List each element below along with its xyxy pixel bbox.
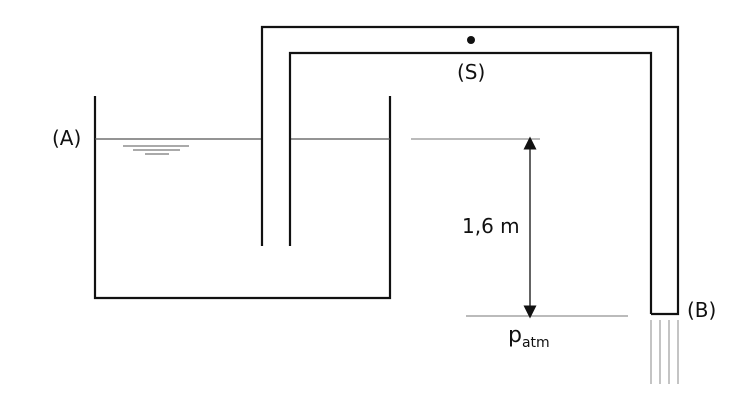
label-point-b: (B): [687, 298, 717, 322]
tank-walls: [93, 96, 392, 300]
outlet-jet: [650, 320, 679, 384]
label-height: 1,6 m: [462, 214, 520, 238]
label-atmospheric-pressure: patm: [508, 323, 550, 351]
free-surface-symbol: [123, 145, 189, 155]
label-atm-subscript: atm: [521, 335, 550, 351]
label-point-a: (A): [52, 126, 82, 150]
label-point-s: (S): [457, 60, 486, 84]
siphon-pipe-inner: [288, 51, 653, 314]
label-p: p: [508, 323, 522, 348]
point-s-marker: [467, 36, 475, 44]
siphon-pipe-outer: [260, 25, 680, 316]
